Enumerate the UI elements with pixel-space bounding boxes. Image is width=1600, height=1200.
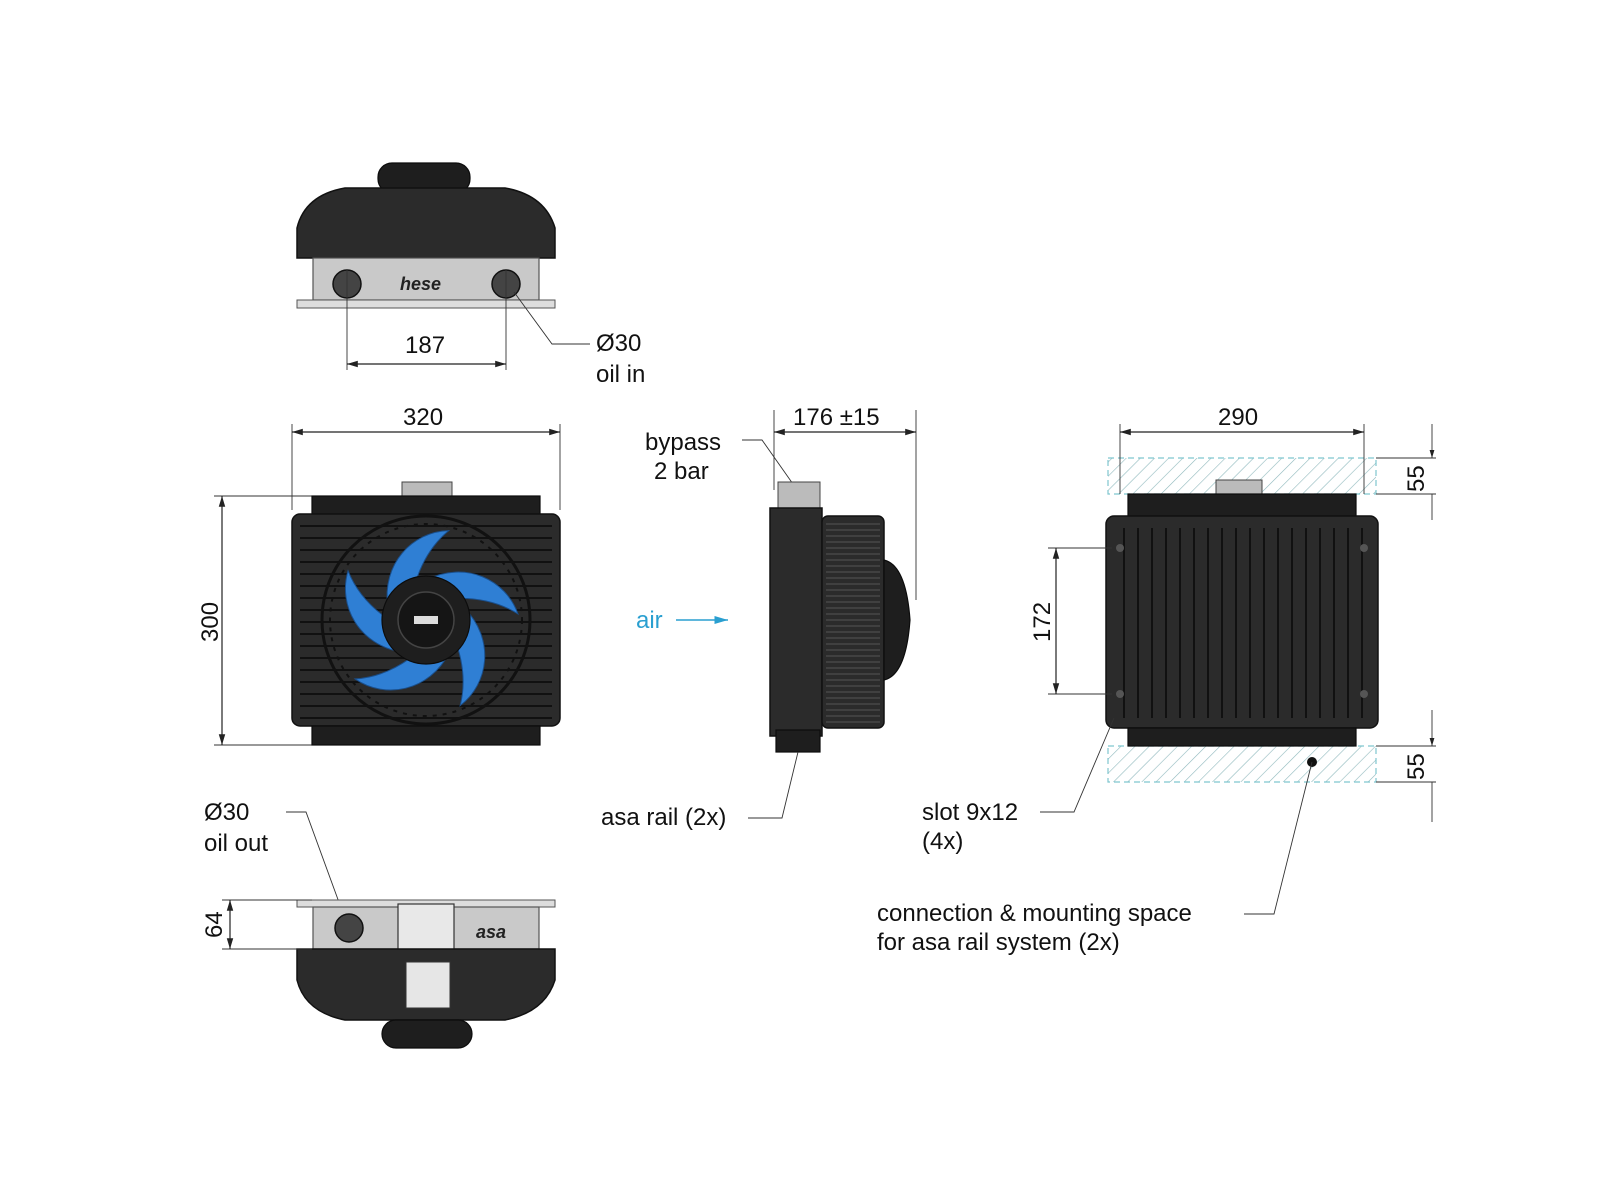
fan-shroud-ring xyxy=(320,514,532,726)
top-view: hese 187 Ø30 oil in xyxy=(296,162,645,388)
space-label-2: for asa rail system (2x) xyxy=(877,929,1120,956)
bottom-bypass-block xyxy=(397,903,455,951)
bottom-mounting-space xyxy=(1107,745,1377,783)
rear-top-rail xyxy=(1127,493,1357,517)
side-bypass-block xyxy=(777,481,821,513)
bottom-warning-label xyxy=(405,961,451,1009)
dim-64: 64 xyxy=(201,911,228,938)
rear-fins xyxy=(1123,528,1363,718)
side-view: 176 ±15 bypass 2 bar air asa rail (2x) xyxy=(601,404,917,831)
oil-out-size: Ø30 xyxy=(204,799,249,826)
bypass-label-2: 2 bar xyxy=(654,458,709,485)
rear-bottom-rail xyxy=(1127,727,1357,747)
front-bottom-rail xyxy=(311,725,541,746)
fan-hub-label xyxy=(414,616,438,624)
dim-172: 172 xyxy=(1029,602,1056,642)
asa-rail-label: asa rail (2x) xyxy=(601,804,726,831)
bypass-label-1: bypass xyxy=(645,429,721,456)
side-motor xyxy=(883,559,911,681)
slot-1 xyxy=(1116,544,1124,552)
bottom-port xyxy=(334,913,364,943)
side-fins xyxy=(826,523,880,723)
slot-3 xyxy=(1116,690,1124,698)
rear-core xyxy=(1105,515,1379,729)
slot-2 xyxy=(1360,544,1368,552)
slot-label-1: slot 9x12 xyxy=(922,799,1018,826)
oil-out-label: oil out xyxy=(204,830,268,857)
oil-in-label: oil in xyxy=(596,361,645,388)
fan-grill xyxy=(329,523,523,717)
rear-view: 290 172 55 55 slot 9x12 (4x) connection … xyxy=(877,404,1436,956)
front-top-rail xyxy=(311,495,541,515)
dim-55-top: 55 xyxy=(1403,465,1430,492)
oil-in-size: Ø30 xyxy=(596,330,641,357)
top-logo: hese xyxy=(400,274,441,294)
bottom-motor-hub xyxy=(381,1019,473,1049)
bottom-logo: asa xyxy=(476,922,506,942)
space-label-1: connection & mounting space xyxy=(877,900,1192,927)
top-shroud xyxy=(296,187,556,259)
top-base-flange xyxy=(296,299,556,309)
air-label: air xyxy=(636,607,663,634)
bottom-view: Ø30 oil out asa 64 xyxy=(201,799,556,1049)
front-view: 320 300 xyxy=(197,404,561,746)
dim-290: 290 xyxy=(1218,404,1258,431)
dim-176: 176 ±15 xyxy=(793,404,880,431)
dim-320: 320 xyxy=(403,404,443,431)
dim-55-bottom: 55 xyxy=(1403,753,1430,780)
dim-300: 300 xyxy=(197,602,224,642)
dim-187: 187 xyxy=(405,332,445,359)
slot-label-2: (4x) xyxy=(922,828,963,855)
side-core xyxy=(769,507,823,737)
side-bottom-rail xyxy=(775,729,821,753)
slot-4 xyxy=(1360,690,1368,698)
